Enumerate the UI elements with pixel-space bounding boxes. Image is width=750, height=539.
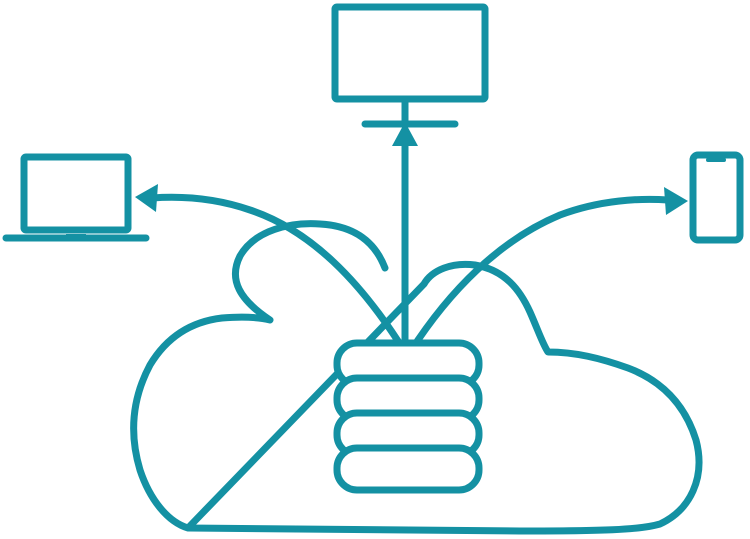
arrow-to-monitor (392, 122, 418, 356)
arrow-to-phone (406, 187, 688, 356)
desktop-monitor-icon (331, 3, 489, 128)
mobile-phone-icon (689, 151, 744, 244)
database-icon (333, 339, 483, 494)
arrow-to-laptop (135, 184, 409, 356)
laptop-icon (2, 153, 150, 242)
cloud-icon (130, 220, 703, 535)
